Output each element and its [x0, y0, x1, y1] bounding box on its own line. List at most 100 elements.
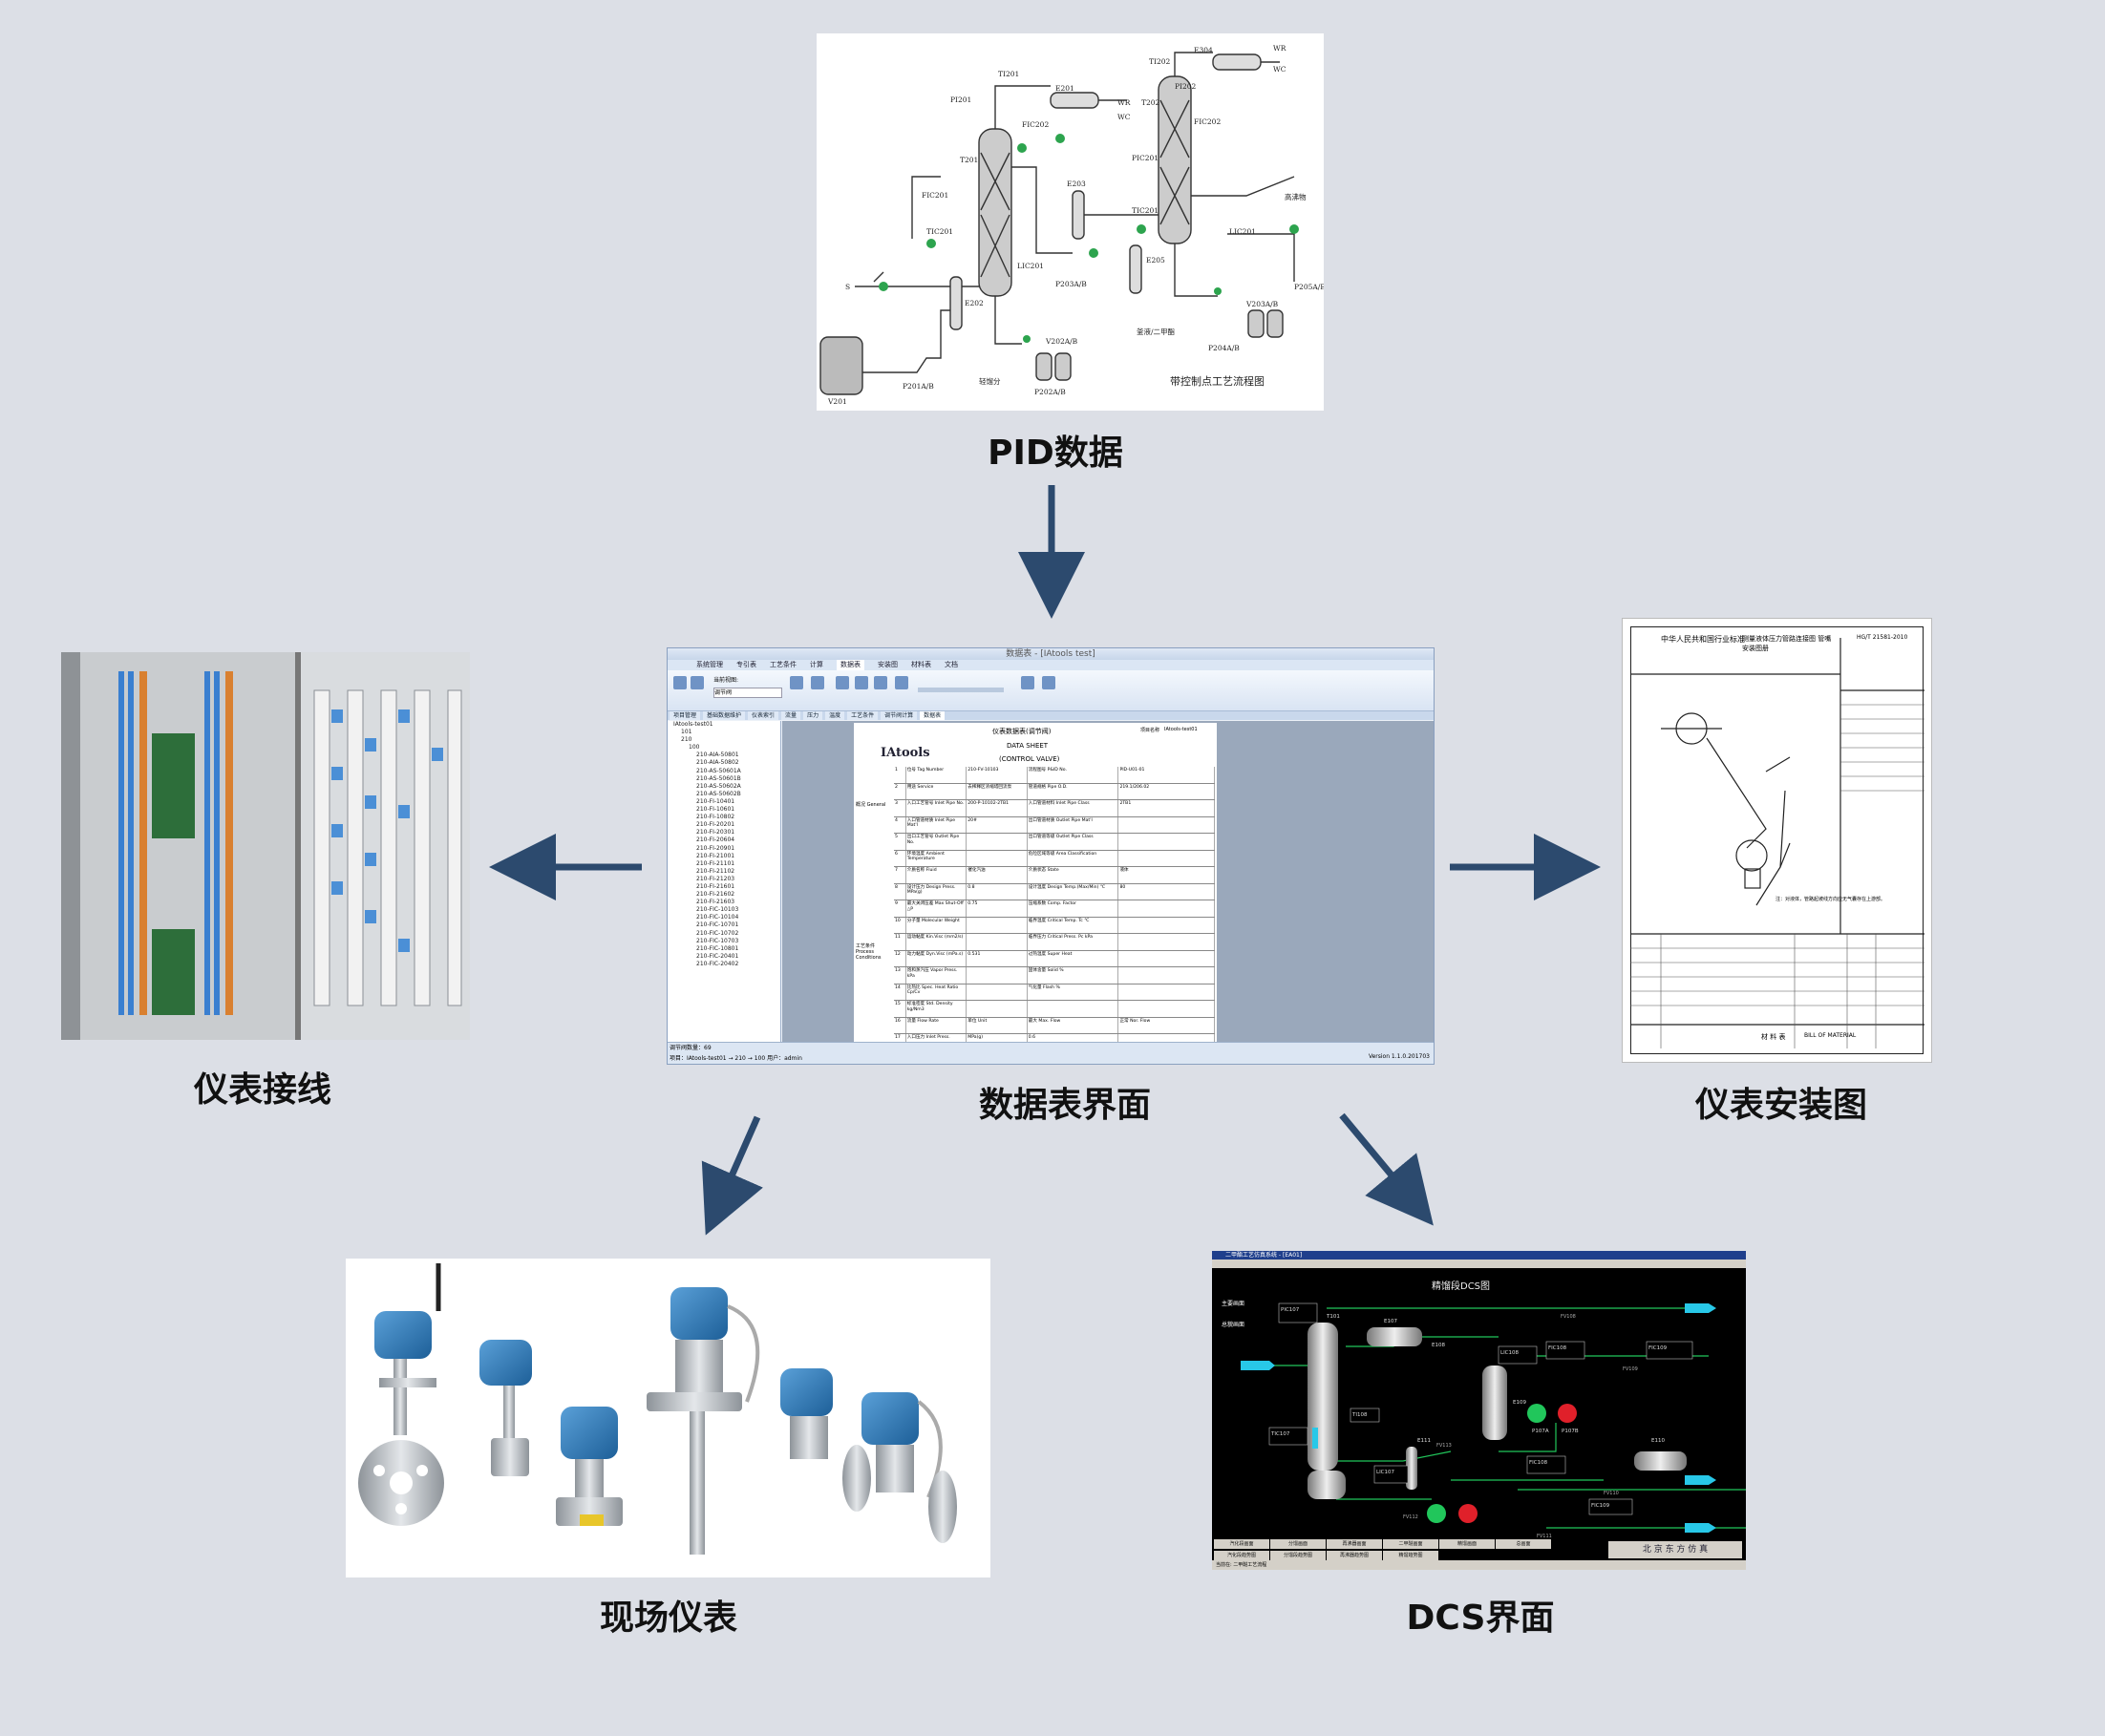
svg-text:FIC109: FIC109: [1648, 1345, 1668, 1351]
section-process: 工艺条件 Process Conditions: [856, 943, 882, 961]
dcs-nav-button[interactable]: 分馏画面: [1270, 1539, 1326, 1549]
tree-node[interactable]: 210-FI-21001: [696, 852, 735, 859]
menu-index[interactable]: 专引表: [736, 661, 756, 668]
table-cell: 设计压力 Design Press. MPa(g): [906, 883, 967, 900]
tree-node[interactable]: 210-FIC-20401: [696, 952, 739, 960]
dcs-nav-button[interactable]: 再沸器趋势图: [1327, 1550, 1382, 1560]
tree-node[interactable]: 210-FI-21203: [696, 875, 735, 882]
tree-node[interactable]: 210-FIC-20402: [696, 960, 739, 967]
menu-datasheet[interactable]: 数据表: [837, 660, 864, 670]
tree-node[interactable]: 210-FI-21102: [696, 867, 735, 875]
update-datasheet-icon[interactable]: [1021, 676, 1034, 689]
menu-system[interactable]: 系统管理: [696, 661, 723, 668]
tree-node[interactable]: 210-AIA-50801: [696, 752, 739, 759]
tree-node[interactable]: 210-AS-50602B: [696, 790, 741, 797]
tree-node[interactable]: 210-FIC-10103: [696, 906, 739, 914]
zoom-slider[interactable]: [918, 688, 1004, 692]
tree-node[interactable]: 210-FI-20201: [696, 821, 735, 829]
tree-node[interactable]: 210-FIC-10701: [696, 921, 739, 929]
related-table-icon[interactable]: [855, 676, 868, 689]
dcs-nav-button[interactable]: 汽化段画面: [1214, 1539, 1269, 1549]
tree-node[interactable]: 210-FI-20901: [696, 844, 735, 852]
dcs-nav-button[interactable]: 再沸器画面: [1327, 1539, 1382, 1549]
table-props-icon[interactable]: [836, 676, 849, 689]
tree-node[interactable]: IAtools-test01: [673, 721, 713, 728]
dcs-nav-button[interactable]: 精馏画面: [1439, 1539, 1495, 1549]
menu-calc[interactable]: 计算: [810, 661, 823, 668]
tree-node[interactable]: 210-FI-10401: [696, 797, 735, 805]
tree-node[interactable]: 210-FI-20604: [696, 836, 735, 844]
tree-node[interactable]: 210-FIC-10702: [696, 929, 739, 937]
view-select[interactable]: 调节阀: [713, 688, 782, 698]
tree-node[interactable]: 100: [689, 744, 700, 752]
tree-node[interactable]: 210-AS-50601A: [696, 767, 741, 774]
tree-node[interactable]: 210-FIC-10104: [696, 914, 739, 921]
tree-node[interactable]: 210-FI-21603: [696, 899, 735, 906]
svg-text:WR: WR: [1273, 44, 1286, 53]
menu-install[interactable]: 安装图: [878, 661, 898, 668]
table-cell: [1118, 900, 1215, 917]
tree-node[interactable]: 210-FI-21602: [696, 891, 735, 899]
table-cell: [967, 984, 1028, 1000]
dcs-nav-button[interactable]: 精馏趋势图: [1383, 1550, 1438, 1560]
table-cell: 介质状态 State: [1028, 867, 1119, 883]
table-cell: 入口管道材质 Inlet Pipe Mat'l: [906, 816, 967, 833]
tree-node[interactable]: 210-FI-10802: [696, 814, 735, 821]
rotate-view-icon[interactable]: [790, 676, 803, 689]
tab-process[interactable]: 工艺条件: [847, 711, 879, 720]
dcs-main-button[interactable]: 主要画面: [1222, 1301, 1245, 1307]
dcs-nav-button[interactable]: 总画面: [1496, 1539, 1551, 1549]
svg-text:E108: E108: [1432, 1343, 1445, 1348]
project-value: IAtools-test01: [1164, 727, 1198, 732]
find-replace-icon[interactable]: [895, 676, 908, 689]
svg-text:WR: WR: [1117, 98, 1131, 107]
dcs-nav-button[interactable]: 汽化段趋势图: [1214, 1550, 1269, 1560]
list-mode-icon[interactable]: [811, 676, 824, 689]
save-icon[interactable]: [691, 676, 704, 689]
svg-text:P204A/B: P204A/B: [1208, 344, 1240, 352]
export-datasheet-icon[interactable]: [1042, 676, 1055, 689]
menu-bar: 系统管理 专引表 工艺条件 计算 数据表 安装图 材料表 文档: [668, 660, 1434, 670]
tree-node[interactable]: 210-FI-10601: [696, 806, 735, 814]
table-cell: 入口管道材料 Inlet Pipe Class: [1028, 800, 1119, 816]
tree-node[interactable]: 210-FI-21601: [696, 882, 735, 890]
tab-pressure[interactable]: 压力: [803, 711, 823, 720]
tree-node[interactable]: 210-FIC-10801: [696, 944, 739, 952]
menu-material[interactable]: 材料表: [911, 661, 931, 668]
tree-node[interactable]: 210: [681, 736, 692, 744]
dcs-nav-button[interactable]: 分馏段趋势图: [1270, 1550, 1326, 1560]
filter-icon[interactable]: [874, 676, 887, 689]
tree-node[interactable]: 210-FIC-10703: [696, 937, 739, 944]
menu-docs[interactable]: 文档: [945, 661, 958, 668]
table-cell: 4: [894, 816, 906, 833]
table-cell: 标准密度 Std. Density kg/Nm3: [906, 1001, 967, 1017]
sheet-subtitle: (CONTROL VALVE): [999, 755, 1060, 763]
tab-base-data[interactable]: 基础数据维护: [703, 711, 746, 720]
tree-node[interactable]: 101: [681, 729, 692, 736]
dcs-nav-buttons: 汽化段画面分馏画面再沸器画面二甲醚画面精馏画面总画面汽化段趋势图分馏段趋势图再沸…: [1214, 1539, 1605, 1560]
tab-index[interactable]: 仪表索引: [748, 711, 779, 720]
tab-valve-calc[interactable]: 调节阀计算: [881, 711, 918, 720]
menu-process[interactable]: 工艺条件: [770, 661, 797, 668]
table-cell: 出口管道等级 Outlet Pipe Class: [1028, 834, 1119, 850]
table-cell: 临界温度 Critical Temp. Tc ℃: [1028, 917, 1119, 933]
tab-flow[interactable]: 流量: [781, 711, 801, 720]
tab-datasheet[interactable]: 数据表: [920, 711, 946, 720]
tree-node[interactable]: 210-AS-50602A: [696, 782, 741, 790]
tab-temperature[interactable]: 温度: [825, 711, 845, 720]
table-cell: 0.531: [967, 950, 1028, 966]
tree-node[interactable]: 210-FI-21101: [696, 859, 735, 867]
tree-node[interactable]: 210-AIA-50802: [696, 759, 739, 767]
tab-project[interactable]: 项目管理: [670, 711, 701, 720]
table-cell: 饱和蒸汽压 Vapor Press. kPa: [906, 967, 967, 984]
dcs-nav-button[interactable]: 二甲醚画面: [1383, 1539, 1438, 1549]
table-cell: [967, 917, 1028, 933]
dcs-overview-button[interactable]: 总貌画面: [1222, 1322, 1245, 1328]
svg-text:FV112: FV112: [1403, 1514, 1418, 1520]
svg-text:P107B: P107B: [1562, 1429, 1579, 1434]
table-cell: 比热比 Spec. Heat Ratio Cp/Cv: [906, 984, 967, 1000]
tree-node[interactable]: 210-FI-20301: [696, 829, 735, 836]
refresh-icon[interactable]: [673, 676, 687, 689]
tree-node[interactable]: 210-AS-50601B: [696, 774, 741, 782]
